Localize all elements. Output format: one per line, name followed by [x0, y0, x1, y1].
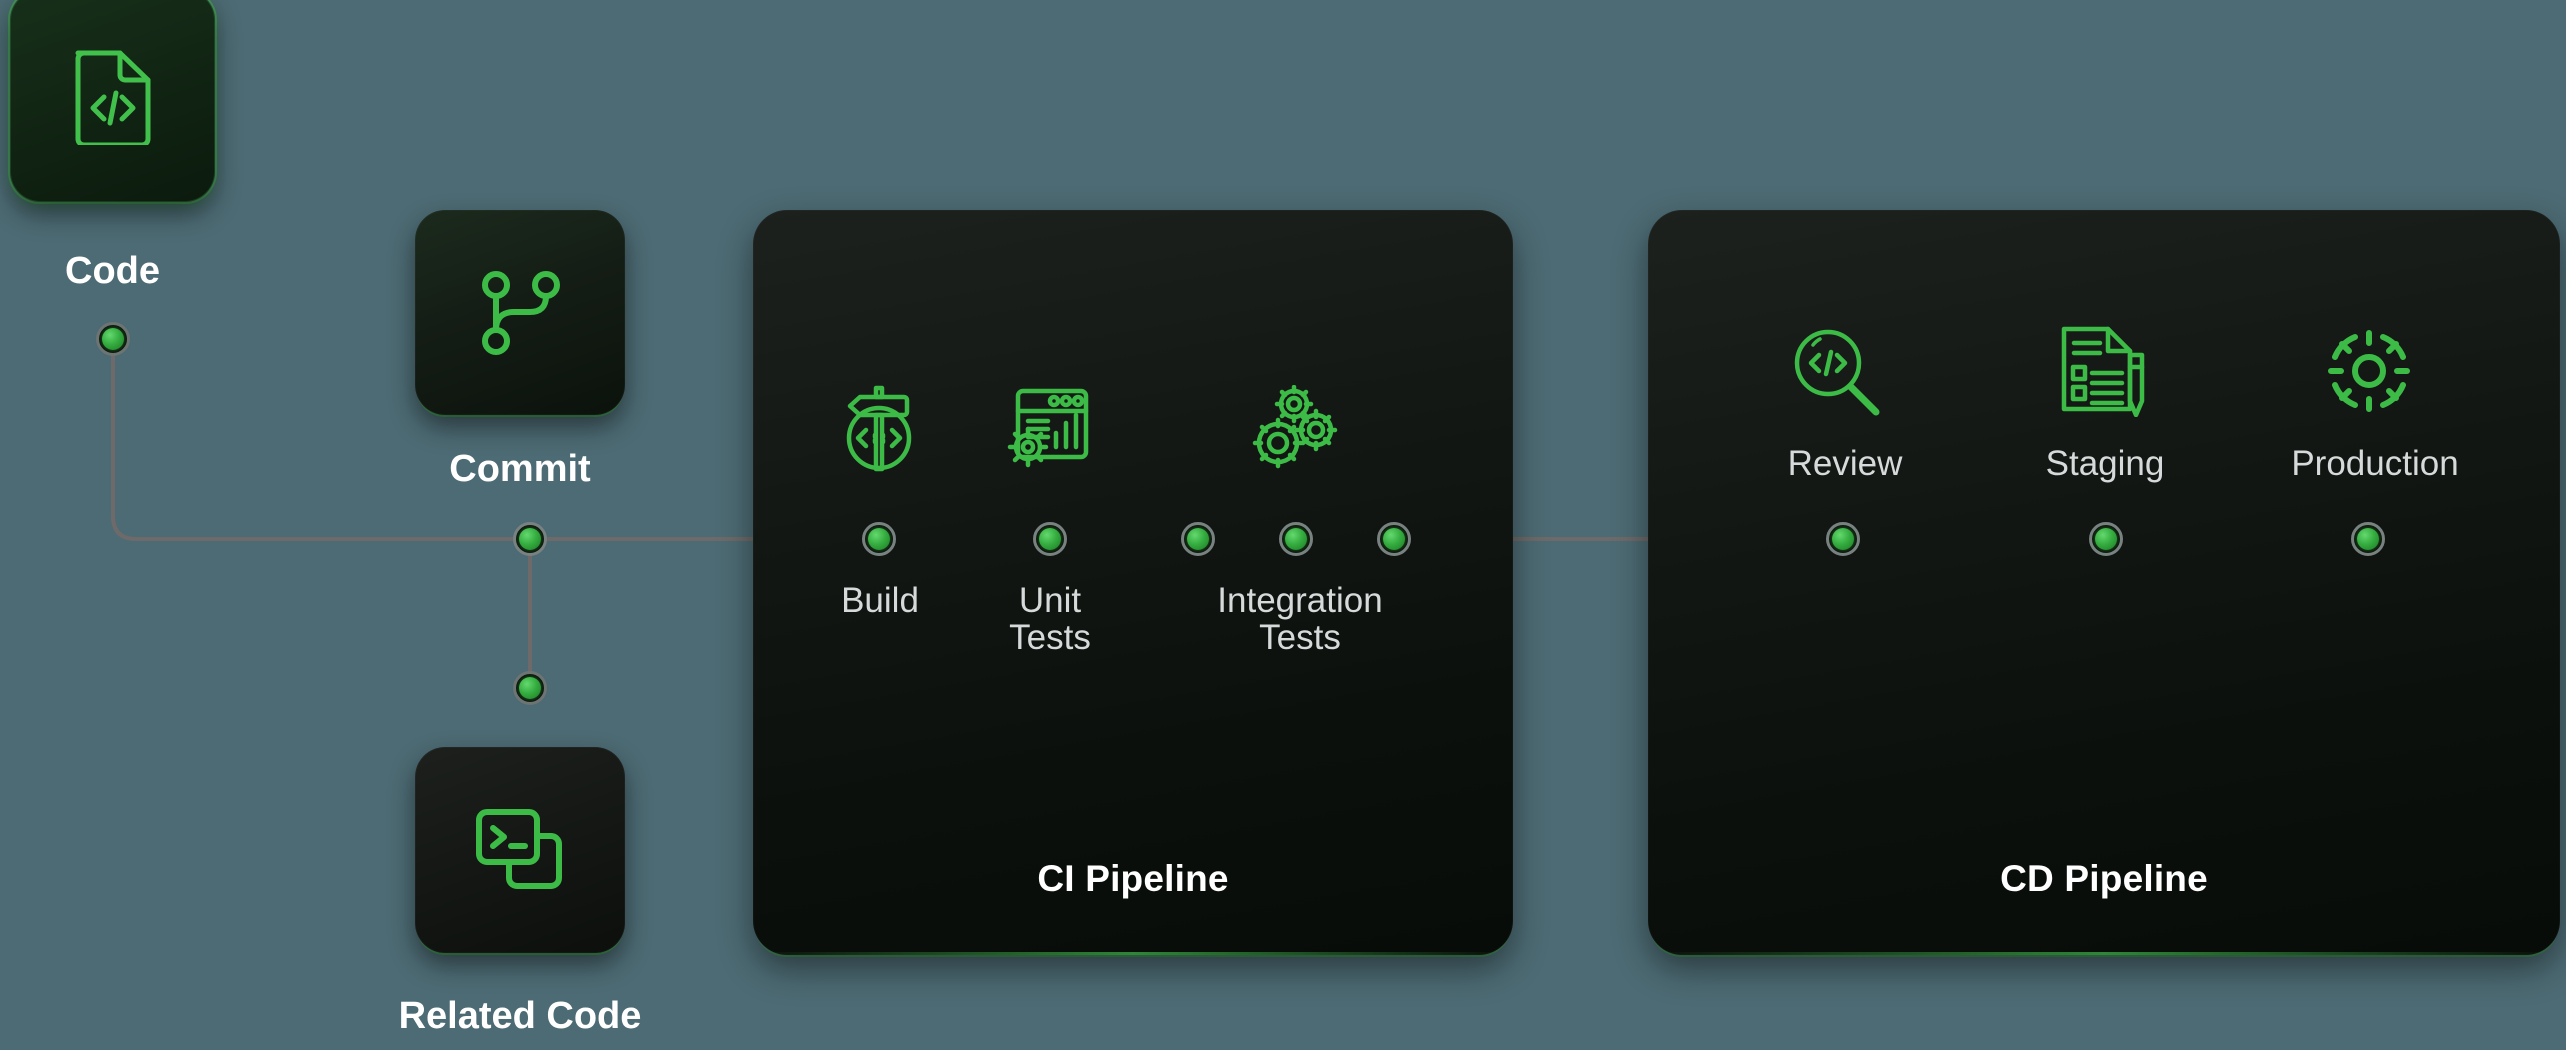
card-code[interactable] — [10, 0, 215, 202]
ci-pipeline-title: CI Pipeline — [1037, 858, 1229, 899]
card-label-code: Code — [65, 250, 160, 292]
ci-node-5[interactable] — [1377, 522, 1411, 556]
stage-label-review: Review — [1787, 444, 1903, 483]
cd-node-review[interactable] — [1826, 522, 1860, 556]
gear-icon — [2325, 327, 2413, 420]
cd-pipeline-panel[interactable] — [1648, 210, 2560, 955]
card-commit[interactable] — [415, 210, 625, 415]
stage-label-build: Build — [841, 581, 919, 620]
git-branch-icon — [474, 267, 566, 359]
checklist-pencil-icon — [2058, 325, 2148, 422]
ci-node-3[interactable] — [1181, 522, 1215, 556]
ci-node-4[interactable] — [1279, 522, 1313, 556]
node-related-code[interactable] — [513, 671, 547, 705]
ci-node-1[interactable] — [862, 522, 896, 556]
stage-label-unit-tests: Unit Tests — [1009, 581, 1091, 658]
card-related-code[interactable] — [415, 747, 625, 953]
cd-node-production[interactable] — [2351, 522, 2385, 556]
stage-label-production: Production — [2291, 444, 2459, 483]
cd-node-staging[interactable] — [2089, 522, 2123, 556]
code-file-icon — [70, 47, 156, 145]
stage-label-staging: Staging — [2045, 444, 2165, 483]
node-commit[interactable] — [513, 522, 547, 556]
three-gears-icon — [1248, 384, 1344, 478]
ci-pipeline-panel[interactable] — [753, 210, 1513, 955]
terminal-windows-icon — [473, 806, 567, 894]
ci-node-2[interactable] — [1033, 522, 1067, 556]
node-code[interactable] — [96, 322, 130, 356]
stage-label-integration-tests: Integration Tests — [1217, 581, 1383, 658]
browser-chart-gear-icon — [1000, 385, 1092, 478]
magnifier-code-icon — [1790, 325, 1884, 422]
card-label-related-code: Related Code — [398, 995, 642, 1037]
cd-pipeline-title: CD Pipeline — [2000, 858, 2208, 899]
card-label-commit: Commit — [449, 448, 591, 490]
build-signpost-icon — [840, 383, 918, 480]
